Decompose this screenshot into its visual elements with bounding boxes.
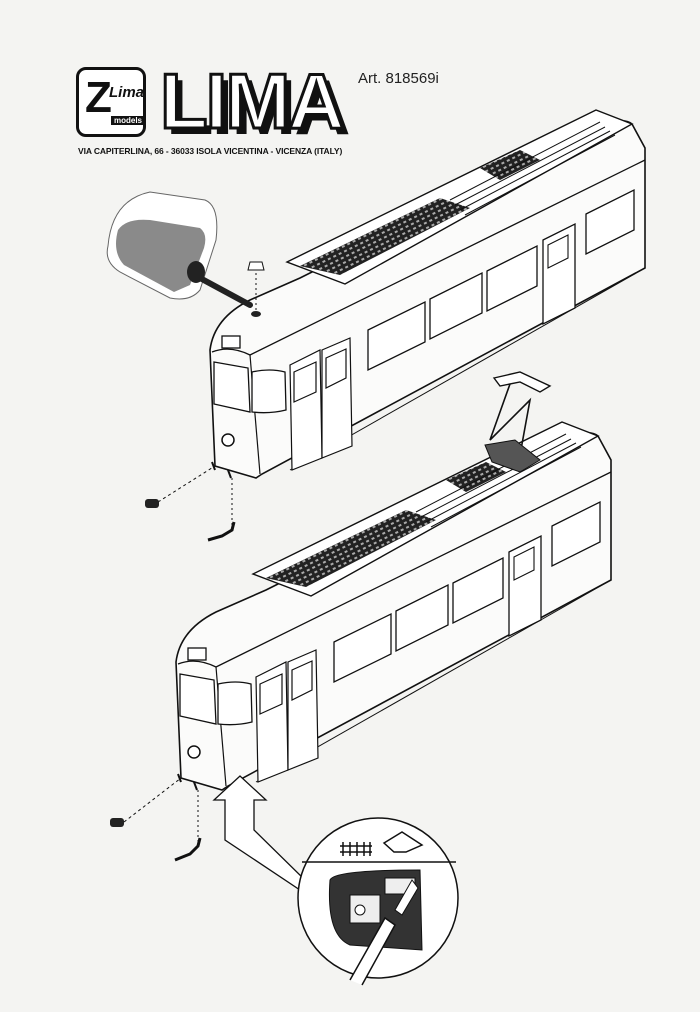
roof-lamp-part (247, 261, 265, 271)
inset-arrow (212, 775, 306, 891)
lima-logo: Z Lima models (76, 67, 146, 137)
brand-name: LIMA (159, 57, 347, 145)
coupler-part (145, 499, 159, 508)
coupler-part-lower (110, 818, 124, 827)
coupler-guide-line (157, 465, 216, 503)
pantograph (484, 371, 552, 473)
coupler-hook-part (207, 521, 236, 542)
company-address: VIA CAPITERLINA, 66 - 36033 ISOLA VICENT… (78, 146, 343, 156)
track-icon (340, 842, 372, 856)
mirror-part (106, 191, 261, 317)
tram-upper (209, 109, 646, 479)
tram-lower (175, 421, 612, 791)
article-number: Art. 818569i (358, 70, 439, 87)
coupler-hook-part-lower (174, 837, 202, 862)
inset-detail (297, 817, 459, 986)
pantograph-icon (382, 831, 424, 853)
